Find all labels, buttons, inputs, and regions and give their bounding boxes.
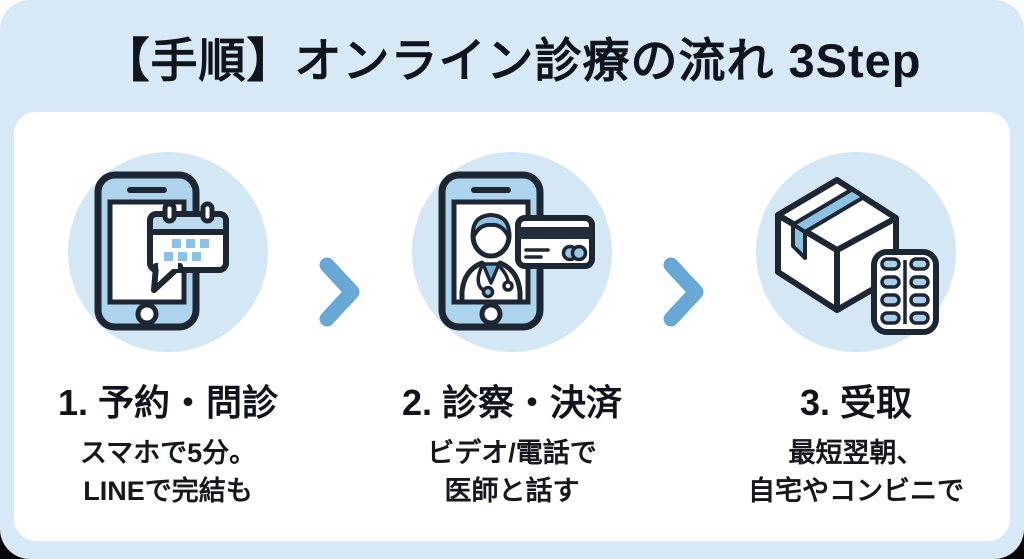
step-subtitle-line2: 自宅やコンビニで: [748, 476, 964, 507]
step-subtitle-line1: 最短翌朝、: [788, 438, 924, 468]
step-subtitle-line2: LINEで完結も: [83, 476, 253, 507]
step-icon-circle: [68, 152, 268, 352]
step-column-3: 3. 受取 最短翌朝、 自宅やコンビニで: [706, 152, 1006, 511]
page-title: 【手順】オンライン診療の流れ 3Step: [102, 33, 922, 87]
step-column-2: 2. 診察・決済 ビデオ/電話で 医師と話す: [362, 152, 662, 511]
steps-panel: 1. 予約・問診 スマホで5分。 LINEで完結も: [14, 112, 1010, 541]
step-icon-circle: [412, 152, 612, 352]
steps-row: 1. 予約・問診 スマホで5分。 LINEで完結も: [14, 112, 1010, 511]
step-subtitle: 最短翌朝、 自宅やコンビニで: [748, 434, 964, 511]
package-box-pill-sheet-icon: [775, 177, 939, 335]
smartphone-doctor-credit-card-icon: [438, 171, 595, 331]
step-title: 1. 予約・問診: [57, 382, 279, 423]
chevron-separator: [318, 256, 362, 328]
step-title: 2. 診察・決済: [401, 382, 623, 423]
chevron-separator: [662, 256, 706, 328]
step-subtitle: ビデオ/電話で 医師と話す: [427, 434, 597, 511]
step-subtitle-line1: ビデオ/電話で: [427, 438, 597, 468]
step-icon-circle: [756, 152, 956, 352]
step-title: 3. 受取: [799, 382, 913, 423]
step-subtitle: スマホで5分。 LINEで完結も: [80, 434, 256, 511]
chevron-right-icon: [319, 257, 360, 327]
step-column-1: 1. 予約・問診 スマホで5分。 LINEで完結も: [18, 152, 318, 511]
step-subtitle-line2: 医師と話す: [444, 476, 580, 507]
smartphone-calendar-icon: [94, 171, 229, 331]
chevron-right-icon: [663, 257, 704, 327]
step-subtitle-line1: スマホで5分。: [79, 438, 257, 468]
